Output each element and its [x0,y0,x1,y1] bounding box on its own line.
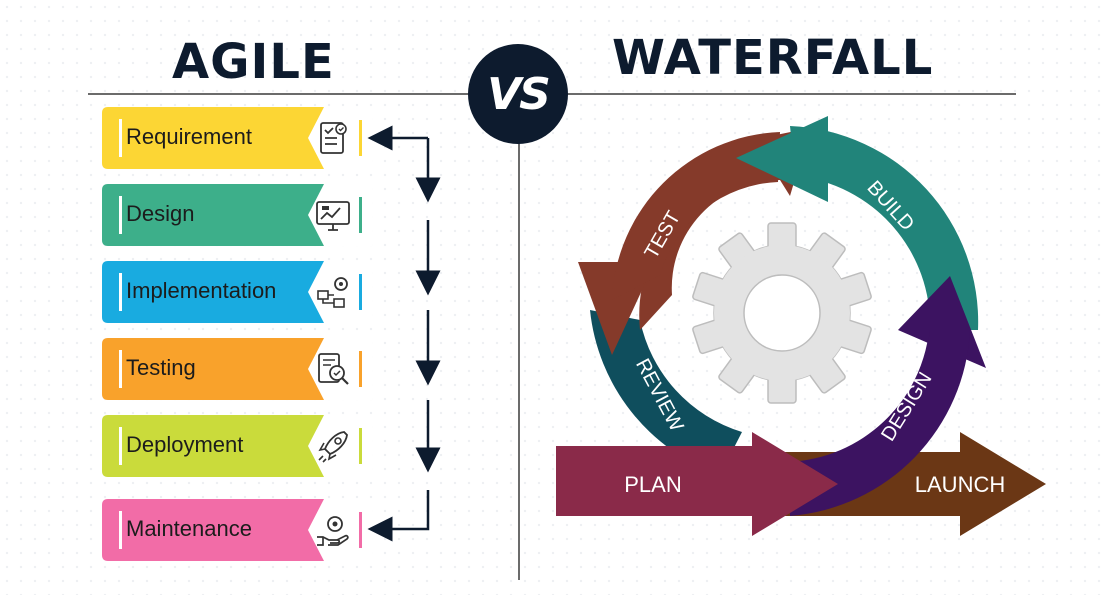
step-label: Testing [126,355,196,380]
step-background [102,499,372,561]
flow-arrow-to-maintenance [367,490,430,542]
step-label: Maintenance [126,516,252,541]
agile-step-implementation: Implementation [102,261,372,323]
agile-title: AGILE [172,34,335,90]
gear-icon [692,222,872,404]
step-accent-bar [119,427,122,465]
step-background [102,261,372,323]
document-magnifier-icon [318,353,349,385]
step-background [102,338,372,400]
step-label: Implementation [126,278,277,303]
step-color-tick [359,512,362,548]
step-color-tick [359,197,362,233]
step-color-tick [359,428,362,464]
step-label: Design [126,201,195,226]
step-accent-bar [119,511,122,549]
rocket-icon [318,431,348,463]
step-background [102,184,372,246]
step-label: Requirement [126,124,252,149]
build-arc [790,126,979,330]
right-divider-line [566,93,1016,95]
agile-step-deployment: Deployment [102,415,372,477]
build-arrow-head [736,116,828,202]
step-color-tick [359,120,362,156]
step-label: Deployment [126,432,244,457]
center-divider-line [518,140,520,580]
step-accent-bar [119,273,122,311]
step-color-tick [359,351,362,387]
agile-step-design: Design [102,184,372,246]
step-background [102,107,372,169]
step-accent-bar [119,196,122,234]
hand-gear-icon [317,516,349,546]
launch-label: LAUNCH [915,472,1005,497]
step-accent-bar [119,350,122,388]
monitor-chart-icon [316,201,350,231]
left-divider-line [88,93,470,95]
plan-arrow [556,432,838,536]
test-arc [612,132,780,300]
vs-text: VS [487,68,551,120]
agile-step-requirement: Requirement [102,107,372,169]
step-background [102,415,372,477]
review-segment [590,310,742,475]
step-color-tick [359,274,362,310]
step-accent-bar [119,119,122,157]
waterfall-title: WATERFALL [612,30,934,86]
plan-label: PLAN [624,472,681,497]
flowchart-gear-icon [317,277,348,308]
agile-step-testing: Testing [102,338,372,400]
vs-badge: VS [468,44,568,144]
agile-step-maintenance: Maintenance [102,499,372,561]
checklist-icon [320,122,347,154]
